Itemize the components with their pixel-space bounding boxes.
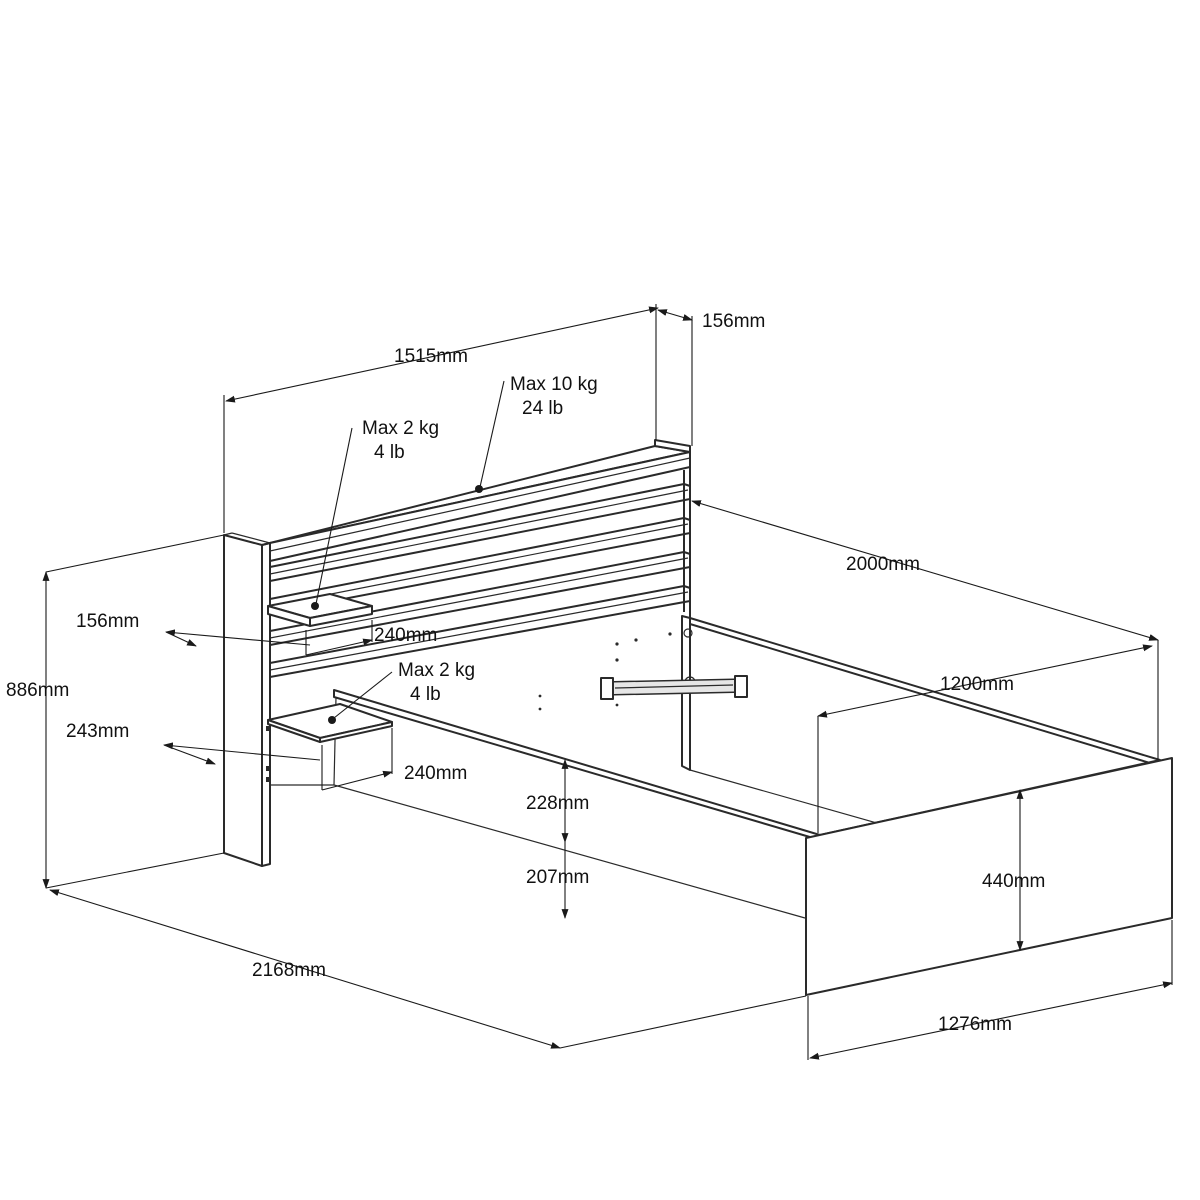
bed-rear-board [538, 612, 748, 771]
label-headboard-width: 1515mm [394, 346, 468, 367]
bed-left-side-rail [270, 689, 821, 919]
bed-footboard [805, 757, 1173, 996]
label-shelf-upper-depth: 156mm [76, 611, 139, 632]
dimension-lines [42, 304, 1173, 1060]
label-headboard-depth: 156mm [702, 311, 765, 332]
label-upper-shelf-lb: 4 lb [374, 442, 405, 463]
label-total-width: 1276mm [938, 1014, 1012, 1035]
headboard-left-post [223, 532, 271, 867]
load-labels: Max 10 kg 24 lb Max 2 kg 4 lb Max 2 kg 4… [362, 374, 598, 705]
shelf-lower [267, 485, 483, 743]
label-frame-height: 228mm [526, 793, 589, 814]
shelf-upper [267, 593, 373, 627]
label-total-length: 2168mm [252, 960, 326, 981]
label-total-height: 886mm [6, 680, 69, 701]
label-bed-length: 2000mm [846, 554, 920, 575]
label-footboard-height: 440mm [982, 871, 1045, 892]
label-lower-shelf-lb: 4 lb [410, 684, 441, 705]
label-top-shelf-lb: 24 lb [522, 398, 563, 419]
label-upper-shelf-max: Max 2 kg [362, 418, 439, 439]
label-shelf-lower-depth: 243mm [66, 721, 129, 742]
label-shelf-lower-width: 240mm [404, 763, 467, 784]
label-clearance-height: 207mm [526, 867, 589, 888]
label-mattress-width: 1200mm [940, 674, 1014, 695]
dimension-labels: 1515mm 156mm 886mm 2000mm 1200mm 2168mm … [6, 311, 1045, 1035]
label-top-shelf-max: Max 10 kg [510, 374, 598, 395]
label-lower-shelf-max: Max 2 kg [398, 660, 475, 681]
label-shelf-upper-width: 240mm [374, 625, 437, 646]
headboard-slats [269, 467, 691, 678]
bed-drawing [223, 439, 1173, 996]
